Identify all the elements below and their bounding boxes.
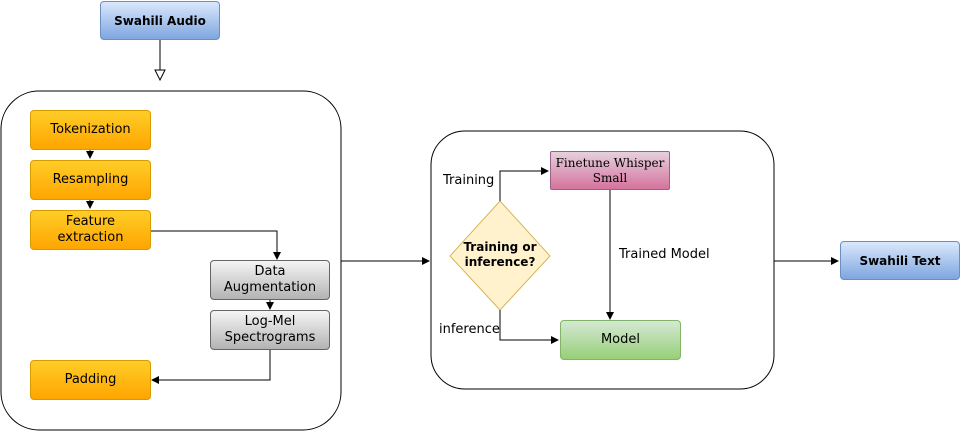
feature-extraction-label-line1: Feature [65,214,116,229]
decision-label-line2: inference? [464,255,536,269]
log-mel-label-line1: Log-Mel [244,314,296,329]
data-augmentation-label-line2: Augmentation [223,280,317,295]
swahili-audio-node: Swahili Audio [100,1,220,40]
model-label: Model [600,332,641,347]
padding-node: Padding [30,360,151,400]
feature-extraction-label-line2: extraction [57,230,124,245]
model-container [430,130,775,390]
tokenization-label: Tokenization [50,122,131,137]
swahili-text-label: Swahili Text [859,253,941,268]
resampling-node: Resampling [30,160,151,200]
edge-feature-augmentation [150,230,281,260]
model-node: Model [560,320,681,360]
edge-label-training: Training [443,173,495,188]
resampling-label: Resampling [52,172,129,187]
data-augmentation-node: Data Augmentation [210,260,330,300]
decision-label-line1: Training or [463,240,537,254]
feature-extraction-node: Feature extraction [30,210,151,250]
edge-logmel-padding [151,349,271,384]
log-mel-spectrograms-node: Log-Mel Spectrograms [210,310,330,350]
swahili-audio-label: Swahili Audio [114,13,206,28]
swahili-text-node: Swahili Text [840,241,960,280]
finetune-label-line1: Finetune Whisper [555,155,665,170]
padding-label: Padding [64,372,117,387]
data-augmentation-label-line1: Data [254,264,286,279]
edge-label-trained-model: Trained Model [619,247,710,262]
edge-training [499,167,549,201]
decision-label: Training or inference? [452,240,548,270]
edge-inference [499,310,559,344]
edge-label-inference: inference [439,322,500,337]
log-mel-label-line2: Spectrograms [224,330,316,345]
tokenization-node: Tokenization [30,110,151,150]
finetune-whisper-node: Finetune Whisper Small [550,151,670,190]
finetune-label-line2: Small [592,170,628,185]
